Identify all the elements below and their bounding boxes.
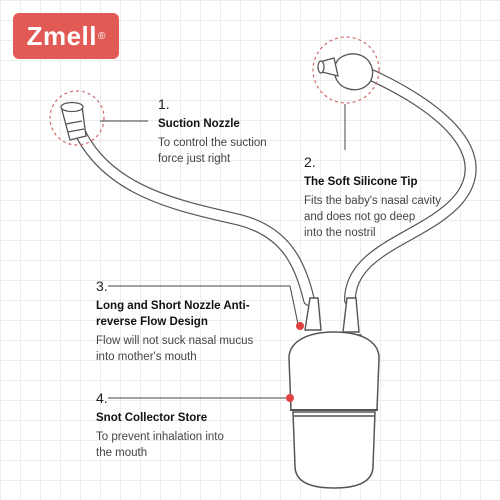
desc-line: To control the suction [158, 137, 267, 149]
tip-highlight-circle [312, 36, 380, 104]
left-hose [66, 106, 315, 306]
snot-collector-icon [288, 331, 380, 489]
callout-number: 4. [96, 390, 108, 406]
callout-number: 1. [158, 96, 170, 112]
title-line: Long and Short Nozzle Anti- [96, 300, 250, 312]
desc-line: To prevent inhalation into [96, 431, 224, 443]
registered-mark: ® [98, 30, 106, 42]
callout-description: To control the suction force just right [158, 135, 267, 167]
title-line: reverse Flow Design [96, 316, 208, 328]
desc-line: Fits the baby's nasal cavity [304, 195, 442, 207]
brand-logo: Zmell® [13, 13, 119, 59]
desc-line: the mouth [96, 447, 148, 459]
logo-text: Zmell [26, 20, 98, 51]
right-hose [344, 64, 477, 306]
silicone-tip-icon [317, 53, 374, 91]
callout-silicone-tip: 2. The Soft Silicone Tip Fits the baby's… [304, 154, 441, 241]
nozzle-highlight-circle [49, 90, 105, 146]
callout-description: To prevent inhalation into the mouth [96, 429, 224, 461]
desc-line: into the nostril [304, 227, 376, 239]
callout-number: 3. [96, 278, 108, 294]
callout-anti-reverse-flow: 3. Long and Short Nozzle Anti- reverse F… [96, 278, 253, 365]
callout-number: 2. [304, 154, 316, 170]
desc-line: into mother's mouth [96, 351, 197, 363]
callout-title: The Soft Silicone Tip [304, 176, 418, 188]
desc-line: and does not go deep [304, 211, 416, 223]
desc-line: force just right [158, 153, 231, 165]
callout-lines [100, 104, 346, 399]
callout-title: Long and Short Nozzle Anti- reverse Flow… [96, 298, 253, 330]
suction-nozzle-icon [60, 101, 87, 141]
callout-snot-collector: 4. Snot Collector Store To prevent inhal… [96, 390, 224, 461]
callout-description: Flow will not suck nasal mucus into moth… [96, 333, 253, 365]
desc-line: Flow will not suck nasal mucus [96, 335, 254, 347]
marker-dot-3 [296, 322, 304, 330]
callout-description: Fits the baby's nasal cavity and does no… [304, 193, 441, 241]
callout-title: Suction Nozzle [158, 118, 240, 130]
callout-title: Snot Collector Store [96, 412, 208, 424]
marker-dot-4 [286, 394, 294, 402]
callout-suction-nozzle: 1. Suction Nozzle To control the suction… [158, 96, 267, 167]
